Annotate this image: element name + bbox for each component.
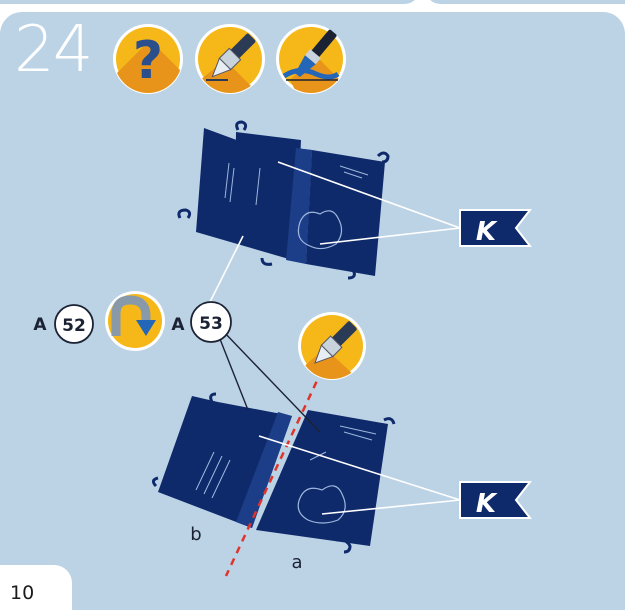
part-b-label: b: [190, 524, 201, 545]
flag-k-bottom-label: K: [476, 489, 498, 519]
flip-over-icon: [105, 291, 165, 351]
bottom-part-a: [256, 410, 396, 554]
leader-lines: [203, 161, 461, 515]
part-a52-badge: [54, 304, 94, 344]
flag-k-top-label: K: [476, 217, 498, 247]
step-number: 24: [14, 13, 93, 87]
brush-glue-icon: [276, 24, 346, 94]
part-a-label: a: [291, 552, 302, 573]
bottom-part-b: [151, 392, 292, 528]
top-strip-left: [0, 0, 419, 4]
part-a53-badge: [190, 301, 232, 343]
part-a52-number: 52: [62, 316, 86, 336]
top-strip-right: [426, 0, 625, 4]
part-a53-prefix: A: [171, 315, 185, 335]
cut-knife-icon: [298, 312, 366, 380]
part-flag-k-top: K: [459, 209, 533, 247]
part-flag-k-bottom: K: [459, 481, 533, 519]
part-a52-prefix: A: [33, 315, 47, 335]
page-number: 10: [10, 582, 35, 604]
page-tab: [0, 565, 72, 610]
question-icon: ?: [113, 24, 183, 94]
question-mark: ?: [133, 31, 163, 91]
part-a53-number: 53: [199, 314, 223, 334]
top-folded-part: [177, 120, 390, 280]
craft-knife-icon: [195, 24, 265, 94]
